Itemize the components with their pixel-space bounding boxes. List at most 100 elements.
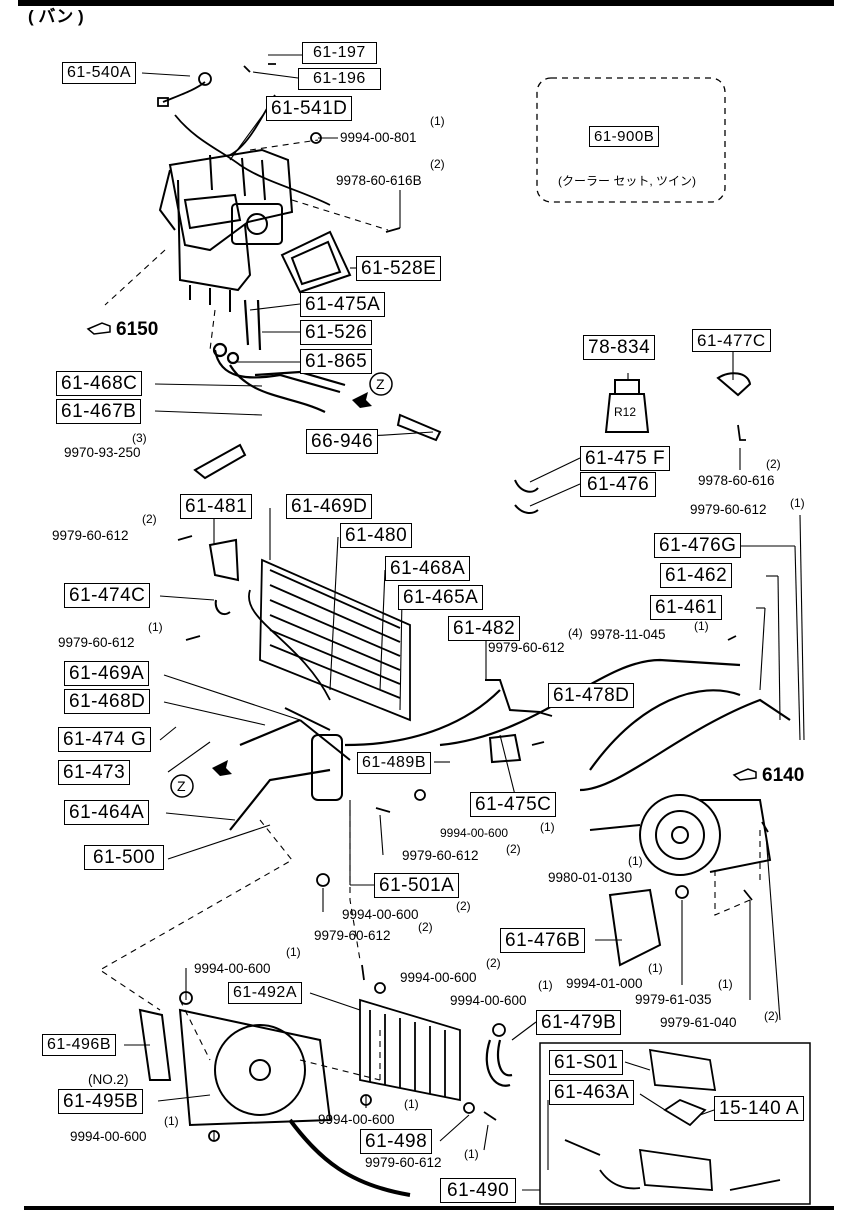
qty-9978-60-616: (2): [766, 457, 781, 471]
part-label-61-489B: 61-489B: [357, 752, 431, 774]
part-number-9994-01-000: 9994-01-000: [566, 976, 643, 991]
part-label-61-476B: 61-476B: [500, 928, 586, 953]
part-number-9979-61-035: 9979-61-035: [635, 992, 712, 1007]
part-label-61-468C: 61-468C: [56, 371, 143, 396]
z-marker-lower-text: Z: [177, 778, 186, 794]
z-markers: [170, 372, 393, 798]
part-label-61-495B: 61-495B: [58, 1089, 144, 1114]
qty-9979-61-040: (2): [764, 1009, 779, 1023]
part-number-9994-00-600-h: 9994-00-600: [70, 1129, 147, 1144]
part-number-9979-60-612-b: 9979-60-612: [52, 528, 129, 543]
qty-9994-00-600-b: (2): [456, 899, 471, 913]
part-label-61-480: 61-480: [340, 523, 413, 548]
kit-outline: [536, 77, 726, 203]
part-number-9970-93-250: 9970-93-250: [64, 445, 141, 460]
part-number-9978-60-616B: 9978-60-616B: [336, 173, 422, 188]
part-number-9979-60-612-g: 9979-60-612: [365, 1155, 442, 1170]
part-label-61-501A: 61-501A: [374, 873, 460, 898]
part-number-9979-60-612-e: 9979-60-612: [402, 848, 479, 863]
fan-kit-parts: [564, 1048, 781, 1191]
part-number-9979-61-040: 9979-61-040: [660, 1015, 737, 1030]
part-number-9979-60-612-f: 9979-60-612: [314, 928, 391, 943]
qty-9994-00-801: (1): [430, 114, 445, 128]
compressor: [589, 794, 772, 876]
part-number-9994-00-600-c: 9994-00-600: [400, 970, 477, 985]
bracket: [485, 679, 662, 967]
part-label-61-475C: 61-475C: [470, 792, 557, 817]
condenser: [248, 558, 411, 722]
leader-lines: [124, 54, 805, 1191]
part-label-61-462: 61-462: [660, 563, 733, 588]
part-label-78-834: 78-834: [583, 335, 656, 360]
part-label-61-469A: 61-469A: [64, 661, 150, 686]
qty-9979-60-612-d: (4): [568, 626, 583, 640]
part-label-61-469D: 61-469D: [286, 494, 373, 519]
part-label-61-500: 61-500: [84, 845, 165, 870]
page-title: ( バン ): [28, 7, 84, 26]
part-label-61-482: 61-482: [448, 616, 521, 641]
part-label-61-476G: 61-476G: [654, 533, 742, 558]
hoses-lower: [229, 658, 791, 831]
hose-bend: [485, 1039, 513, 1087]
qty-9979-60-612-g: (1): [464, 1147, 479, 1161]
qty-9994-00-600-c: (2): [486, 956, 501, 970]
z-marker-upper: [369, 372, 393, 396]
part-label-61-461: 61-461: [650, 595, 723, 620]
part-number-9979-60-612-a: 9979-60-612: [690, 502, 767, 517]
hoses-upper: [212, 299, 346, 413]
part-label-61-474G: 61-474 G: [58, 727, 152, 752]
part-number-9979-60-612-d: 9979-60-612: [488, 640, 565, 655]
fan-kit-frame: [539, 1042, 811, 1205]
part-label-61-465A: 61-465A: [398, 585, 484, 610]
part-label-61-464A: 61-464A: [64, 800, 150, 825]
qty-9994-00-600-d: (1): [538, 978, 553, 992]
top-border: [18, 0, 834, 6]
part-label-61-490: 61-490: [440, 1178, 517, 1203]
part-label-61-528E: 61-528E: [356, 256, 442, 281]
qty-9978-11-045: (1): [694, 619, 709, 633]
part-label-66-946: 66-946: [306, 429, 379, 454]
hand-icon-6150: [86, 322, 111, 335]
part-label-61-526: 61-526: [300, 320, 373, 345]
qty-9980-01-0130: (1): [628, 854, 643, 868]
kit-note: (クーラー セット, ツイン): [558, 174, 696, 188]
qty-9979-60-612-f: (2): [418, 920, 433, 934]
qty-9979-60-612-c: (1): [148, 620, 163, 634]
dashed-lines: [98, 139, 761, 1081]
page-ref-6150[interactable]: 6150: [116, 319, 159, 340]
page-ref-6140[interactable]: 6140: [762, 765, 805, 786]
part-label-15-140A: 15-140 A: [714, 1096, 805, 1121]
qty-9994-00-600-f: (1): [404, 1097, 419, 1111]
receiver-drier: [284, 707, 351, 801]
part-label-61-476: 61-476: [580, 472, 657, 497]
part-label-61-900B: 61-900B: [589, 126, 660, 147]
qty-9994-00-600-a: (1): [540, 820, 555, 834]
fan-assembly: [138, 1008, 332, 1127]
qty-9994-00-600-h: (1): [164, 1114, 179, 1128]
z-marker-upper-text: Z: [376, 376, 385, 392]
part-label-61-481: 61-481: [180, 494, 253, 519]
part-number-9994-00-600-b: 9994-00-600: [342, 907, 419, 922]
part-number-9994-00-801: 9994-00-801: [340, 130, 417, 145]
part-number-9978-60-616: 9978-60-616: [698, 473, 775, 488]
part-label-61-475F: 61-475 F: [580, 446, 671, 471]
qty-9979-60-612-b: (2): [142, 512, 157, 526]
qty-9979-60-612-e: (2): [506, 842, 521, 856]
part-label-61-S01: 61-S01: [549, 1050, 624, 1075]
part-label-61-197: 61-197: [302, 42, 377, 64]
bottom-border: [24, 1206, 834, 1210]
z-marker-lower: [170, 774, 194, 798]
qty-9979-61-035: (1): [718, 977, 733, 991]
bottle-label: R12: [614, 405, 636, 419]
duct: [280, 230, 352, 294]
qty-9978-60-616B: (2): [430, 157, 445, 171]
part-number-9994-00-600-e: 9994-00-600: [194, 961, 271, 976]
part-label-61-477C: 61-477C: [692, 329, 771, 352]
part-label-61-865: 61-865: [300, 349, 373, 374]
part-label-61-474C: 61-474C: [64, 583, 151, 608]
part-label-61-478D: 61-478D: [548, 683, 635, 708]
qty-9970-93-250: (3): [132, 431, 147, 445]
lower-curve: [288, 1118, 411, 1197]
ref-hand-icons: [86, 322, 757, 781]
part-label-61-467B: 61-467B: [56, 399, 142, 424]
